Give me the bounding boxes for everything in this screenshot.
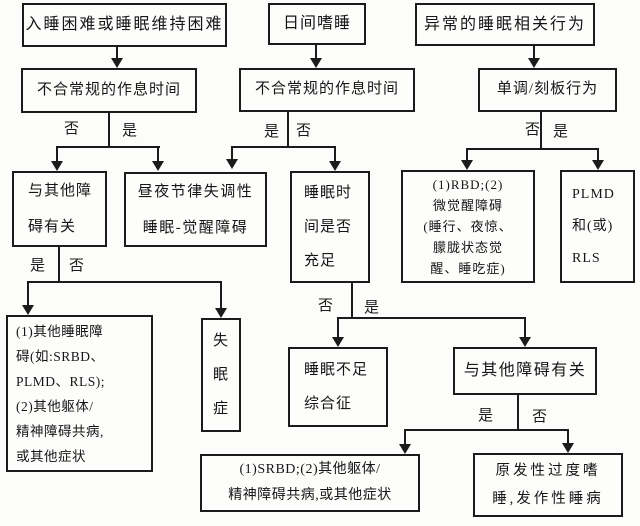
fork-schedule1-right-stub bbox=[157, 148, 159, 161]
fork-related1-bar bbox=[27, 281, 222, 283]
arrowhead-schedule2-no bbox=[329, 161, 341, 171]
arrowhead-related1-yes bbox=[22, 305, 34, 315]
node-other-sleep-disorders: (1)其他睡眠障 碍(如:SRBD、 PLMD、RLS); (2)其他躯体/ 精… bbox=[6, 315, 153, 472]
arrowhead-sleeptime-yes bbox=[519, 337, 531, 347]
fork-related2-bar bbox=[404, 429, 569, 431]
node-primary-hypersomnia-narcolepsy: 原发性过度嗜 睡,发作性睡病 bbox=[473, 453, 623, 517]
label-schedule1-yes: 是 bbox=[122, 123, 138, 139]
arrowhead-related2-no bbox=[562, 443, 574, 453]
node-sleep-time-sufficient: 睡眠时 间是否 充足 bbox=[290, 171, 370, 283]
fork-related1-stem bbox=[58, 247, 60, 283]
node-plmd-rls: PLMD 和(或) RLS bbox=[560, 170, 635, 283]
fork-stereotyped-left-stub bbox=[466, 150, 468, 161]
fork-stereotyped-bar bbox=[466, 148, 599, 150]
arrowhead-sleepiness-to-schedule bbox=[310, 58, 322, 68]
arrowhead-sleeptime-no bbox=[332, 337, 344, 347]
arrowhead-related1-no bbox=[215, 308, 227, 318]
arrowhead-related2-yes bbox=[399, 444, 411, 454]
fork-schedule1-bar bbox=[56, 146, 160, 148]
arrowhead-schedule1-yes bbox=[152, 161, 164, 171]
fork-stereotyped-right-stub bbox=[597, 150, 599, 161]
fork-schedule2-bar bbox=[231, 146, 336, 148]
label-related1-no: 否 bbox=[69, 258, 85, 274]
arrowhead-stereotyped-no bbox=[461, 160, 473, 170]
node-insomnia: 失 眠 症 bbox=[201, 318, 241, 432]
arrowhead-schedule2-yes bbox=[226, 159, 238, 169]
fork-sleeptime-right-stub bbox=[524, 319, 526, 338]
label-sleeptime-no: 否 bbox=[318, 298, 334, 314]
fork-related2-right-stub bbox=[567, 431, 569, 444]
node-circadian-rhythm-disorder: 昼夜节律失调性 睡眠-觉醒障碍 bbox=[124, 172, 267, 247]
fork-sleeptime-stem bbox=[351, 283, 353, 319]
label-sleeptime-yes: 是 bbox=[364, 300, 380, 316]
fork-sleeptime-bar bbox=[337, 317, 526, 319]
arrowhead-schedule1-no bbox=[51, 161, 63, 171]
fork-related1-left-stub bbox=[27, 283, 29, 306]
node-irregular-schedule-2: 不合常规的作息时间 bbox=[239, 68, 415, 112]
node-insomnia-complaint: 入睡困难或睡眠维持困难 bbox=[22, 3, 227, 47]
fork-schedule1-stem bbox=[108, 113, 110, 147]
label-related2-no: 否 bbox=[532, 409, 548, 425]
fork-related2-left-stub bbox=[404, 431, 406, 445]
node-related-other-disorder-1: 与其他障 碍有关 bbox=[12, 171, 107, 247]
connector-behavior-to-stereotyped bbox=[533, 46, 535, 59]
fork-sleeptime-left-stub bbox=[337, 319, 339, 338]
fork-schedule2-stem bbox=[287, 112, 289, 148]
fork-related1-right-stub bbox=[220, 283, 222, 309]
label-schedule2-yes: 是 bbox=[264, 124, 280, 140]
node-rbd-arousal-disorders: (1)RBD;(2) 微觉醒障碍 (睡行、夜惊、 朦胧状态觉 醒、睡吃症) bbox=[401, 170, 535, 283]
node-monotonous-stereotyped-behavior: 单调/刻板行为 bbox=[478, 68, 617, 112]
fork-schedule2-left-stub bbox=[231, 148, 233, 159]
arrowhead-behavior-to-stereotyped bbox=[528, 58, 540, 68]
label-schedule1-no: 否 bbox=[64, 121, 80, 137]
fork-stereotyped-stem bbox=[540, 112, 542, 150]
label-related2-yes: 是 bbox=[478, 408, 494, 424]
node-insufficient-sleep-syndrome: 睡眠不足 综合征 bbox=[288, 347, 388, 427]
fork-related2-stem bbox=[517, 395, 519, 431]
fork-schedule2-right-stub bbox=[334, 148, 336, 161]
node-daytime-sleepiness: 日间嗜睡 bbox=[268, 3, 366, 45]
node-srbd-comorbid: (1)SRBD;(2)其他躯体/ 精神障碍共病,或其他症状 bbox=[200, 454, 420, 512]
label-related1-yes: 是 bbox=[30, 258, 46, 274]
label-stereotyped-no: 否 bbox=[525, 122, 541, 138]
arrowhead-stereotyped-yes bbox=[592, 160, 604, 170]
arrowhead-insomnia-to-schedule bbox=[111, 58, 123, 68]
node-irregular-schedule-1: 不合常规的作息时间 bbox=[21, 68, 197, 113]
connector-sleepiness-to-schedule bbox=[315, 45, 317, 59]
connector-insomnia-to-schedule bbox=[116, 47, 118, 60]
node-abnormal-sleep-behavior: 异常的睡眠相关行为 bbox=[415, 3, 595, 46]
fork-schedule1-left-stub bbox=[56, 148, 58, 161]
label-schedule2-no: 否 bbox=[296, 123, 312, 139]
label-stereotyped-yes: 是 bbox=[553, 124, 569, 140]
node-related-other-disorder-2: 与其他障碍有关 bbox=[453, 347, 597, 395]
